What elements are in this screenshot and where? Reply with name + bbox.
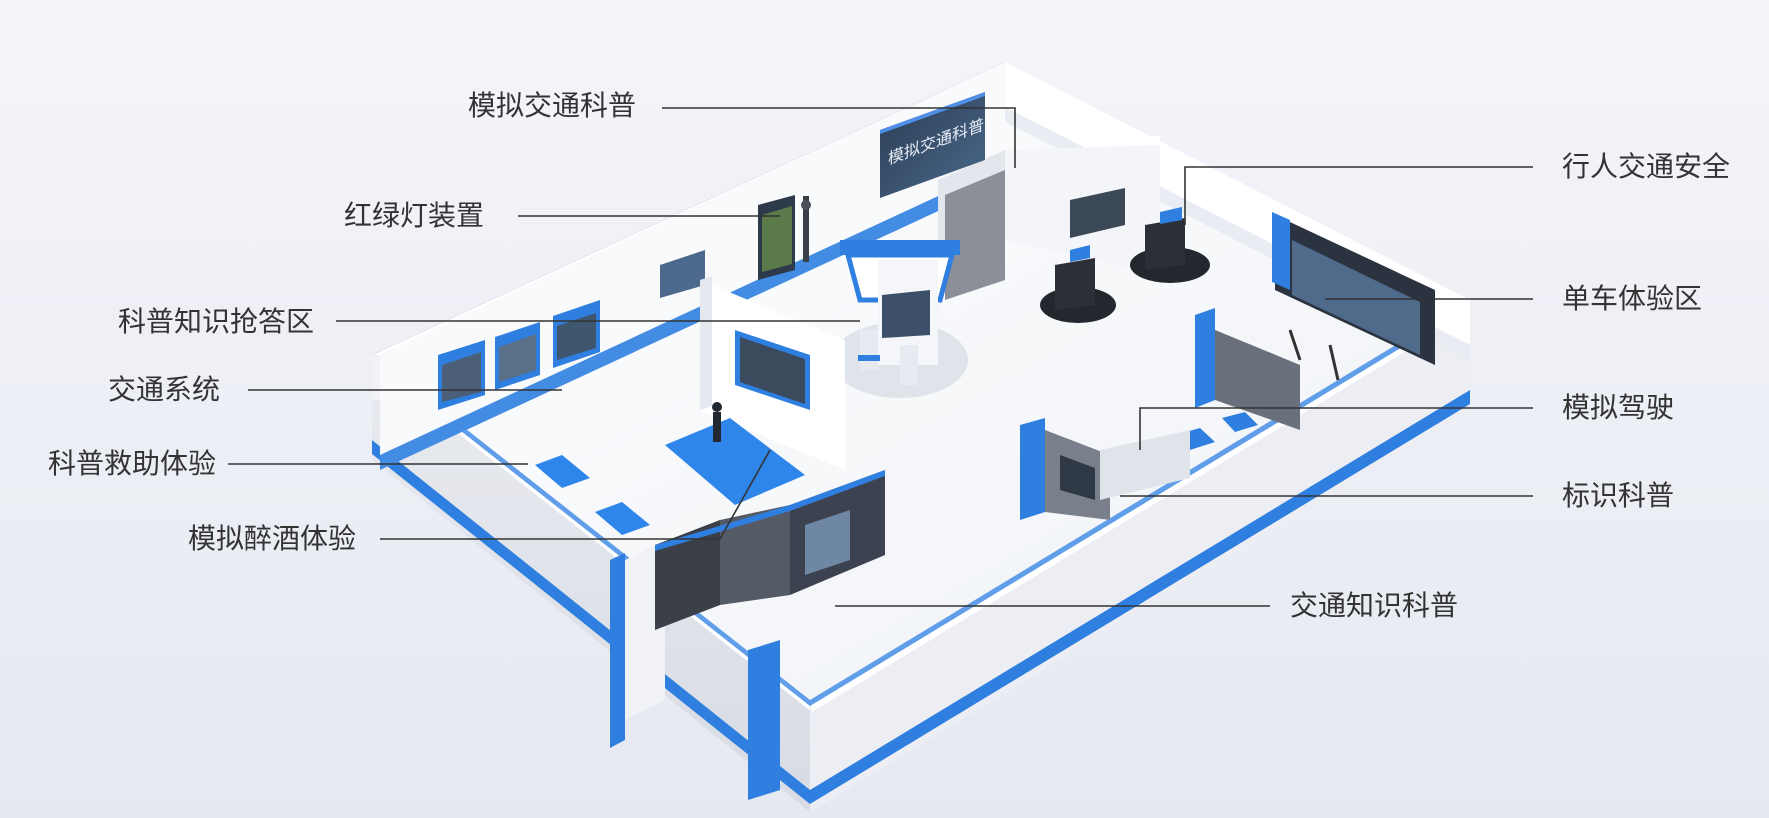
person-figure [712,402,722,442]
drunk-sim-mat [665,418,805,505]
label-sign-science: 标识科普 [1562,479,1675,512]
traffic-system-panels [438,300,600,410]
knowledge-folding-screens [655,470,885,630]
poster-small [660,250,705,298]
label-traffic-knowledge: 交通知识科普 [1290,589,1459,622]
sign-science-panel [1020,418,1190,520]
quiz-kiosk [832,240,968,398]
entrance [610,540,780,800]
front-left-wall [372,355,810,812]
label-rescue: 科普救助体验 [48,447,217,480]
label-sim-traffic: 模拟交通科普 [468,89,637,122]
label-drunk-sim: 模拟醉酒体验 [188,522,357,555]
label-traffic-light: 红绿灯装置 [344,199,485,232]
center-partition [700,276,845,470]
label-sim-driving: 模拟驾驶 [1562,391,1675,424]
bike-zone-stations [1195,308,1340,430]
sim-traffic-screen [880,92,985,198]
pedestrian-screen [1272,212,1435,365]
leader-lines [228,107,1533,607]
rescue-mat-1 [535,455,590,488]
label-traffic-system: 交通系统 [108,373,221,406]
label-quiz-area: 科普知识抢答区 [118,305,315,338]
label-pedestrian: 行人交通安全 [1562,150,1731,183]
label-bike-zone: 单车体验区 [1562,282,1703,315]
driving-simulators [1040,188,1210,323]
rescue-mat-2 [595,502,650,535]
front-right-wall [810,300,1470,812]
